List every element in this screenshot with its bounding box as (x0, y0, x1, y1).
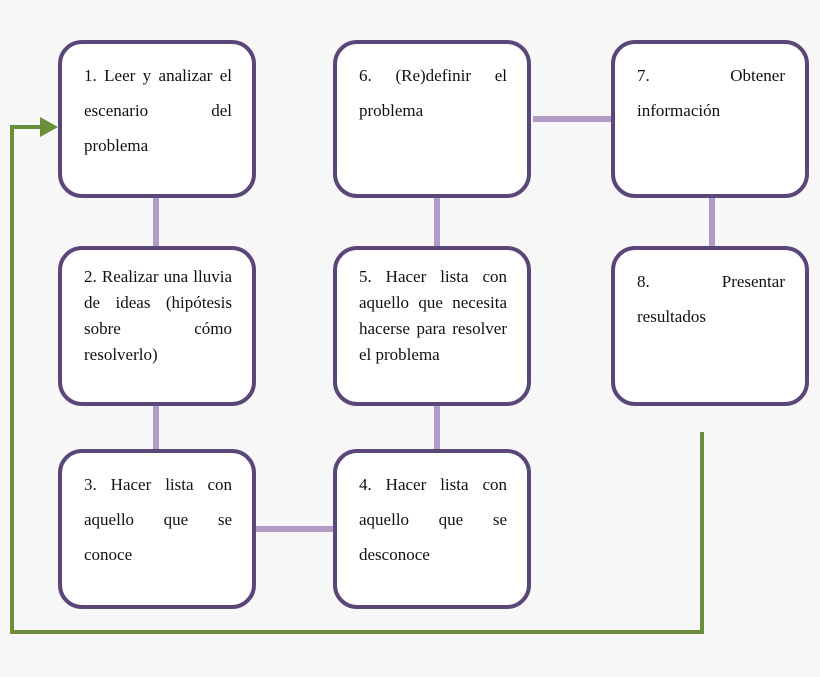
step-8-box: 8. Presentar resultados (611, 246, 809, 406)
step-1-text: 1. Leer y analizar el escenario del prob… (84, 66, 232, 155)
step-3-box: 3. Hacer lista con aquello que se conoce (58, 449, 256, 609)
step-5-text: 5. Hacer lista con aquello que necesita … (359, 267, 507, 364)
step-4-box: 4. Hacer lista con aquello que se descon… (333, 449, 531, 609)
step-7-text: 7. Obtener información (637, 66, 785, 120)
step-1-box: 1. Leer y analizar el escenario del prob… (58, 40, 256, 198)
step-6-text: 6. (Re)definir el problema (359, 66, 507, 120)
feedback-arrow-line (10, 125, 704, 634)
step-3-text: 3. Hacer lista con aquello que se conoce (84, 475, 232, 564)
step-4-text: 4. Hacer lista con aquello que se descon… (359, 475, 507, 564)
step-2-text: 2. Realizar una lluvia de ideas (hipótes… (84, 267, 232, 364)
feedback-arrowhead-icon (40, 117, 58, 137)
step-6-box: 6. (Re)definir el problema (333, 40, 531, 198)
step-8-text: 8. Presentar resultados (637, 272, 785, 326)
step-2-box: 2. Realizar una lluvia de ideas (hipótes… (58, 246, 256, 406)
step-7-box: 7. Obtener información (611, 40, 809, 198)
step-5-box: 5. Hacer lista con aquello que necesita … (333, 246, 531, 406)
